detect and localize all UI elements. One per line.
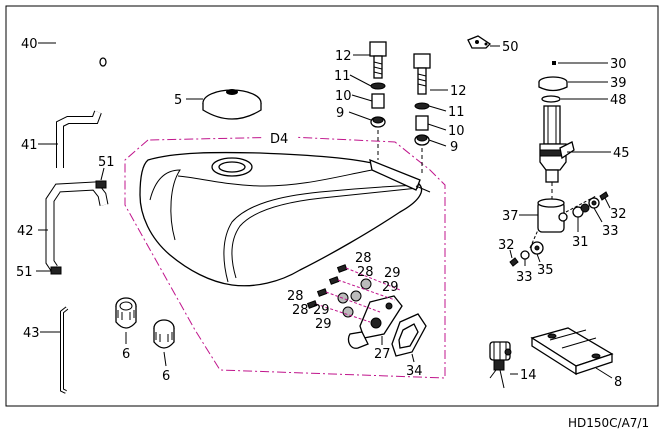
callout-51b: 51 bbox=[16, 265, 33, 280]
diagram-frame bbox=[5, 5, 659, 407]
hose-part-41 bbox=[56, 110, 102, 168]
leader-51a bbox=[100, 167, 105, 181]
fuel-cock-assembly bbox=[538, 61, 575, 200]
leader-10b bbox=[427, 123, 447, 131]
hose-part-42 bbox=[45, 180, 109, 275]
callout-43: 43 bbox=[23, 326, 40, 341]
callout-42: 42 bbox=[17, 224, 34, 239]
leader-10a bbox=[351, 94, 373, 102]
leader-32a bbox=[604, 197, 611, 209]
callout-40: 40 bbox=[21, 37, 38, 52]
callout-33b: 33 bbox=[516, 270, 533, 285]
leader-11b bbox=[428, 105, 447, 112]
callout-9b: 9 bbox=[450, 140, 458, 155]
callout-14: 14 bbox=[520, 368, 537, 383]
bracket-part-50 bbox=[467, 35, 492, 49]
fuel-tank bbox=[139, 151, 431, 287]
callout-37: 37 bbox=[502, 209, 519, 224]
callout-10a: 10 bbox=[335, 89, 352, 104]
callout-29d: 29 bbox=[315, 317, 332, 332]
callout-48: 48 bbox=[610, 93, 627, 108]
callout-39: 39 bbox=[610, 76, 627, 91]
tank-cap-part-5 bbox=[202, 89, 262, 120]
callout-51a: 51 bbox=[98, 155, 115, 170]
pad-part-8 bbox=[530, 327, 614, 376]
fastener-set-32-35 bbox=[509, 241, 544, 267]
leader-11a bbox=[349, 74, 372, 87]
callout-12b: 12 bbox=[450, 84, 467, 99]
bolt-stack-right bbox=[413, 53, 431, 175]
grommet-part-6a bbox=[115, 297, 137, 329]
leader-6b bbox=[163, 351, 167, 367]
leader-9b bbox=[428, 139, 447, 147]
callout-27: 27 bbox=[374, 347, 391, 362]
callout-30: 30 bbox=[610, 57, 627, 72]
drawing-code: HD150C/A7/1 bbox=[568, 416, 649, 430]
callout-11b: 11 bbox=[448, 105, 465, 120]
leader-32b bbox=[509, 249, 513, 259]
callout-8: 8 bbox=[614, 375, 622, 390]
callout-45: 45 bbox=[613, 146, 630, 161]
callout-28b: 28 bbox=[357, 265, 374, 280]
group-label: D4 bbox=[270, 132, 288, 147]
switch-part-14 bbox=[489, 341, 512, 389]
valve-body-part-37 bbox=[529, 195, 597, 249]
callout-41: 41 bbox=[21, 138, 38, 153]
callout-12a: 12 bbox=[335, 49, 352, 64]
callout-29a: 29 bbox=[384, 266, 401, 281]
callout-50: 50 bbox=[502, 40, 519, 55]
callout-29c: 29 bbox=[313, 303, 330, 318]
rod-part-43 bbox=[60, 306, 69, 394]
callout-29b: 29 bbox=[382, 280, 399, 295]
callout-33a: 33 bbox=[602, 224, 619, 239]
assembly-group-outline bbox=[124, 136, 446, 379]
callout-5: 5 bbox=[174, 93, 182, 108]
grommet-part-6b bbox=[153, 319, 175, 349]
callout-6a: 6 bbox=[122, 347, 130, 362]
callout-28a: 28 bbox=[355, 251, 372, 266]
leader-9a bbox=[348, 111, 372, 121]
leader-34 bbox=[411, 353, 415, 363]
callout-31: 31 bbox=[572, 235, 589, 250]
callout-11a: 11 bbox=[334, 69, 351, 84]
leader-8 bbox=[595, 367, 613, 379]
callout-28c: 28 bbox=[287, 289, 304, 304]
sender-unit-part-27 bbox=[347, 295, 403, 349]
screws-washers-28-29 bbox=[306, 264, 401, 323]
bolt-stack-left bbox=[369, 41, 387, 160]
callout-34: 34 bbox=[406, 364, 423, 379]
callout-32a: 32 bbox=[610, 207, 627, 222]
leader-33a bbox=[593, 207, 603, 223]
callout-32b: 32 bbox=[498, 238, 515, 253]
callout-28d: 28 bbox=[292, 303, 309, 318]
gasket-part-34 bbox=[391, 313, 427, 357]
leader-35 bbox=[536, 253, 541, 263]
callout-35: 35 bbox=[537, 263, 554, 278]
fastener-set-31-33 bbox=[572, 191, 609, 218]
callout-6b: 6 bbox=[162, 369, 170, 384]
callout-10b: 10 bbox=[448, 124, 465, 139]
callout-9a: 9 bbox=[336, 106, 344, 121]
hose-part-40 bbox=[50, 33, 107, 73]
